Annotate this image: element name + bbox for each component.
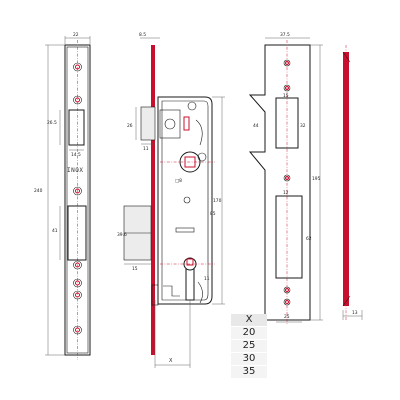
backset-table-cell: 35	[231, 365, 267, 378]
body-cylinder-slot	[185, 269, 195, 301]
strike-profile-view: 13	[342, 45, 363, 320]
body-latch-label: 26	[127, 123, 133, 129]
strike-outline	[248, 44, 311, 321]
faceplate-cutout-width-label: 14.5	[71, 152, 81, 158]
body-spindle-label: □8	[175, 178, 182, 184]
faceplate-outline	[64, 44, 91, 356]
backset-table-cell: 20	[231, 326, 267, 340]
strike-lower-opening-label: 62	[306, 236, 312, 242]
strike-upper-opening	[275, 97, 299, 149]
body-forend-strip	[151, 45, 155, 355]
backset-table-cell: 25	[231, 339, 267, 353]
body-case-outline	[157, 96, 213, 305]
faceplate-view: 22 26.5 14.5 INOX 240 41	[34, 32, 91, 360]
profile-thickness-label: 13	[352, 310, 358, 316]
faceplate-lower-cutout-label: 41	[52, 228, 58, 234]
faceplate-screw-holes	[73, 62, 82, 335]
body-lower-label: 11	[204, 276, 210, 282]
body-keyslot	[183, 116, 190, 131]
faceplate-engraving: INOX	[67, 167, 83, 174]
strike-bottom-width-label: 25	[284, 314, 290, 320]
faceplate-length-label: 240	[34, 188, 43, 194]
strike-top-side-label: 44	[253, 123, 259, 129]
backset-table-cell: 30	[231, 352, 267, 366]
body-top-label: 8.5	[139, 32, 146, 38]
lock-body-view: 8.5 26 11 □8 39.6 15	[117, 32, 225, 368]
backset-table-header: X	[231, 314, 267, 327]
body-top-screw	[187, 101, 197, 111]
body-slot	[175, 227, 195, 233]
body-bolt-label: 39.6	[117, 232, 127, 238]
strike-lower-opening	[275, 195, 303, 279]
faceplate-width-label: 22	[73, 32, 79, 38]
body-centres-label: 85	[210, 211, 216, 217]
body-latch-mechanism	[159, 109, 181, 139]
backset-table: X 20 25 30 35	[231, 314, 267, 378]
strike-width-label: 37.5	[280, 32, 290, 38]
faceplate-bolt-cutout	[67, 205, 87, 261]
body-mid-screw	[183, 196, 191, 204]
body-latch-depth-label: 11	[143, 146, 149, 152]
body-latch-bolt	[140, 106, 156, 141]
strike-upper-opening-label: 32	[300, 123, 306, 129]
strike-top-slot-label: 15	[283, 93, 289, 99]
strike-overall-label: 195	[312, 176, 321, 182]
faceplate-cutout-label: 26.5	[47, 120, 57, 126]
strike-mid-slot-label: 12	[283, 190, 289, 196]
strike-view: 37.5 15 44 32 195 12 62 25	[248, 32, 323, 325]
body-overall-label: 170	[213, 198, 222, 204]
body-backset-label: X	[169, 358, 173, 364]
faceplate-latch-cutout	[68, 109, 85, 146]
body-spindle-hub	[179, 151, 201, 173]
body-bolt-throw-label: 15	[132, 266, 138, 272]
